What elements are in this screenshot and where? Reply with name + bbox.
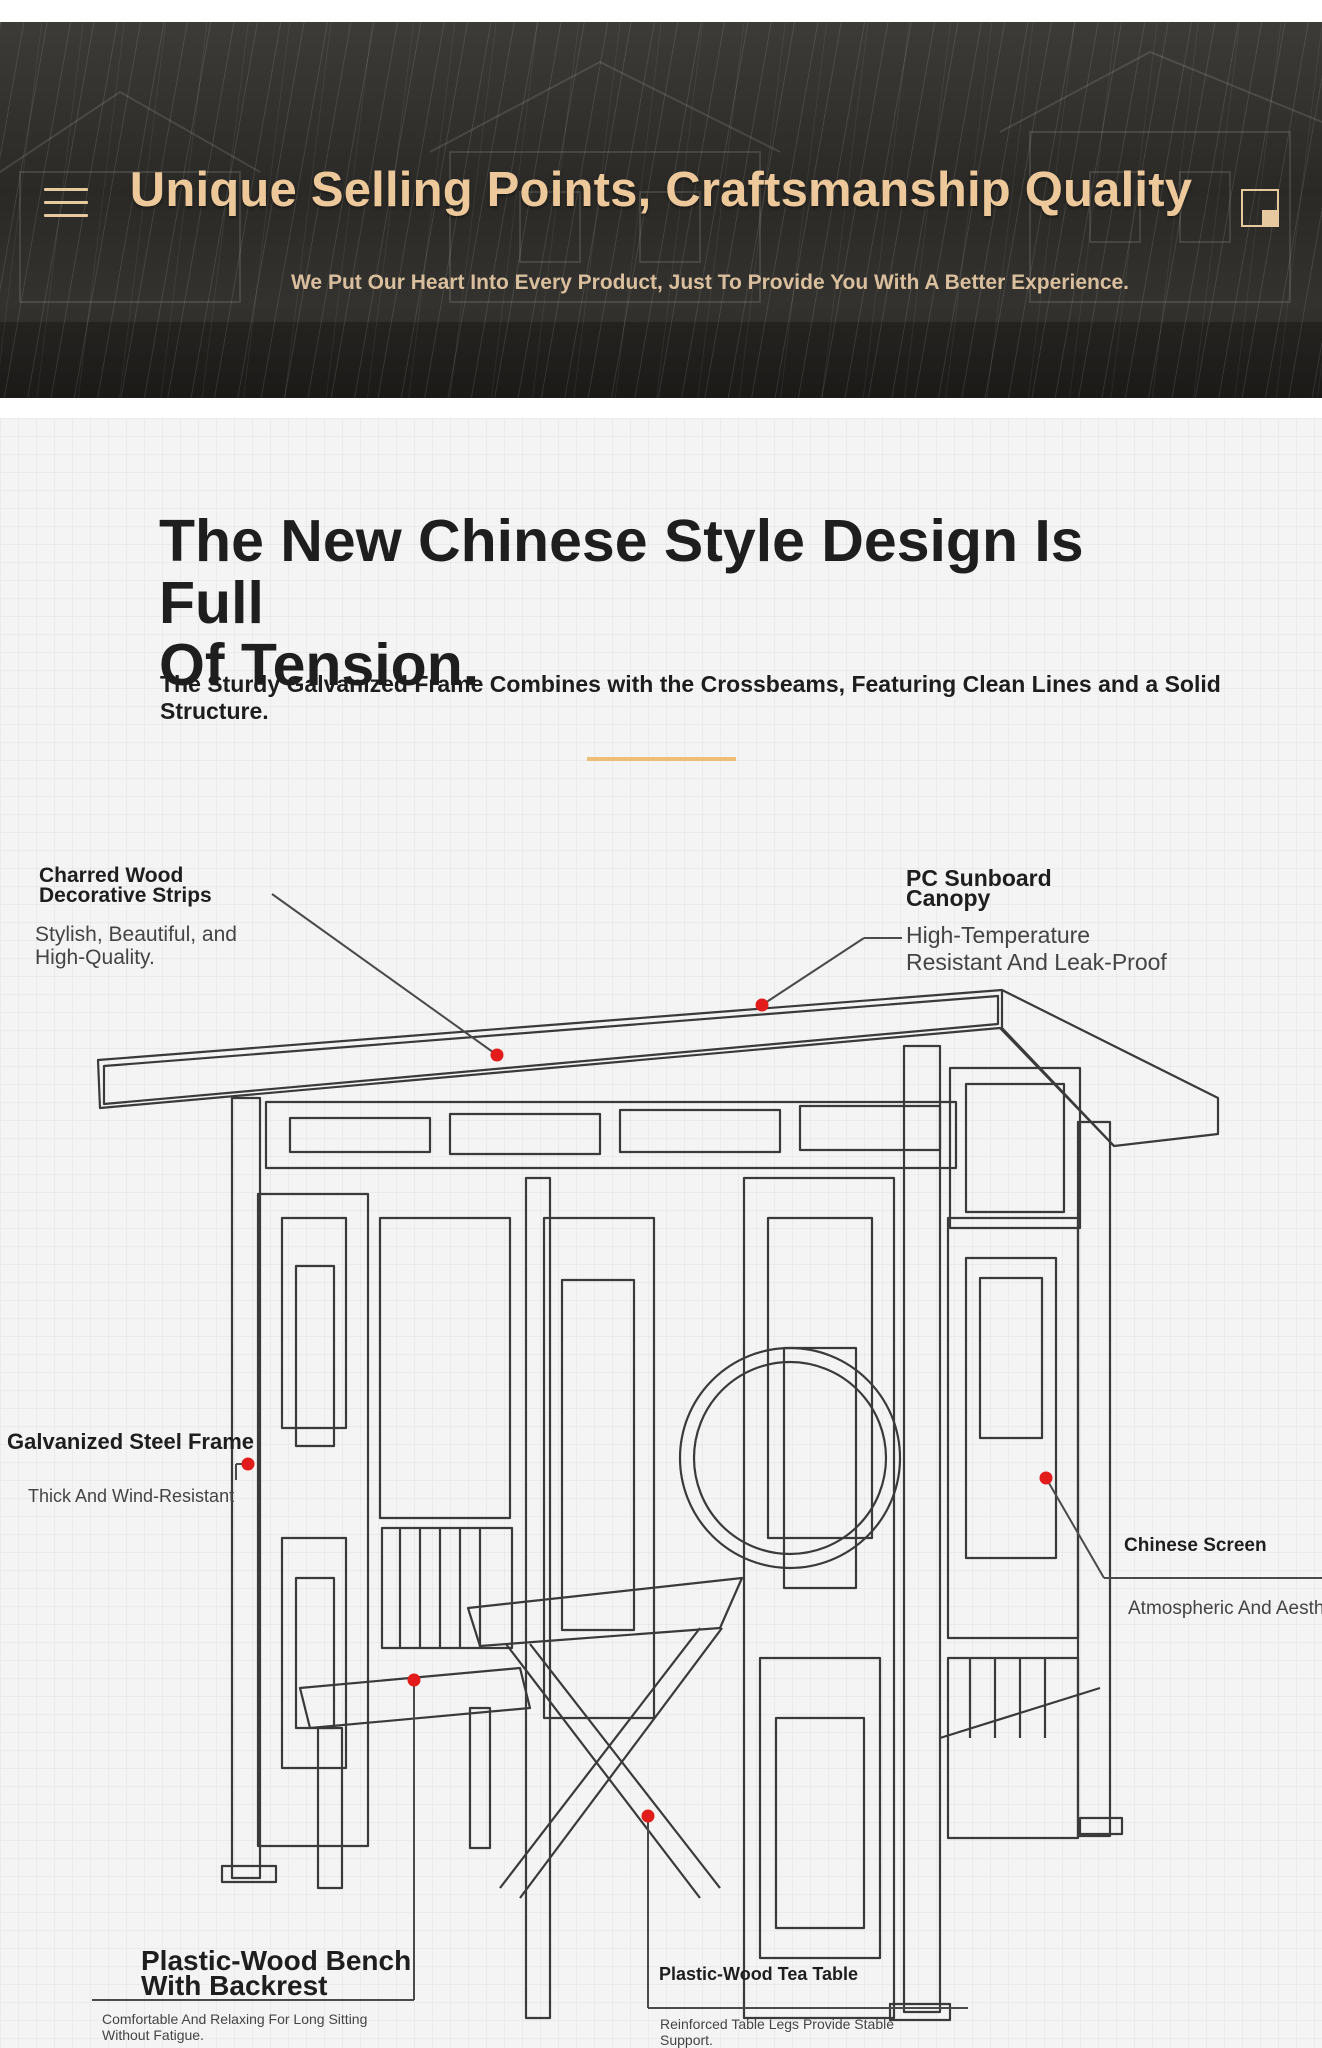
section-subtitle: The Sturdy Galvanized Frame Combines wit… [160, 671, 1221, 724]
accent-divider [587, 757, 736, 761]
section-title: The New Chinese Style Design Is Full Of … [159, 510, 1159, 696]
hero-title: Unique Selling Points, Craftsmanship Qua… [129, 163, 1193, 217]
hero-subtitle: We Put Our Heart Into Every Product, Jus… [290, 271, 1130, 294]
rain-overlay [0, 22, 1322, 398]
feature-section: The New Chinese Style Design Is Full Of … [0, 418, 1322, 2048]
chinese-screen-desc: Atmospheric And Aesth [1128, 1598, 1322, 1619]
marker-bench [407, 1673, 421, 1687]
section-title-line1: The New Chinese Style Design Is Full [159, 508, 1084, 636]
marker-charred-wood [490, 1048, 504, 1062]
hamburger-menu-icon[interactable] [44, 188, 88, 226]
bench-desc: Comfortable And Relaxing For Long Sittin… [102, 2011, 368, 2043]
marker-steel-frame [241, 1457, 255, 1471]
chinese-screen-title: Chinese Screen [1124, 1535, 1267, 1556]
hero-background-image [0, 50, 1322, 398]
pavilion-drawing [92, 893, 1322, 2022]
square-corner-icon[interactable] [1241, 189, 1279, 227]
steel-frame-title: Galvanized Steel Frame [7, 1429, 254, 1454]
steel-frame-desc: Thick And Wind-Resistant [28, 1486, 235, 1506]
marker-pc-canopy [755, 998, 769, 1012]
marker-chinese-screen [1039, 1471, 1053, 1485]
marker-tea-table [641, 1809, 655, 1823]
hero-banner: Unique Selling Points, Craftsmanship Qua… [0, 22, 1322, 398]
section-title-line2: Of Tension. [159, 632, 480, 698]
tea-table-title: Plastic-Wood Tea Table [659, 1964, 859, 1984]
